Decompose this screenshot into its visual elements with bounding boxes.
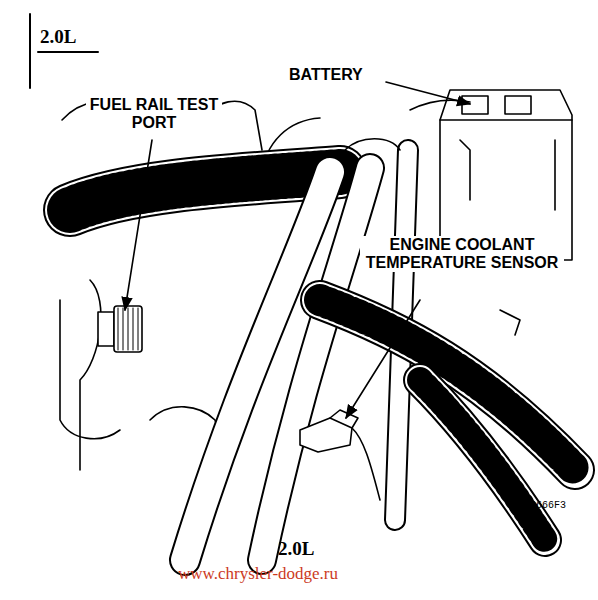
part-label: BATTERY — [287, 66, 365, 84]
figure-caption: 2.0L — [278, 538, 314, 559]
part-label: ENGINE COOLANT TEMPERATURE SENSOR — [360, 236, 564, 272]
part-label: FUEL RAIL TEST PORT — [86, 96, 222, 132]
watermark: www.chrysler-dodge.ru — [178, 564, 338, 583]
figure-code: 809666F3 — [518, 500, 566, 511]
figure-title: 2.0L — [40, 26, 76, 47]
